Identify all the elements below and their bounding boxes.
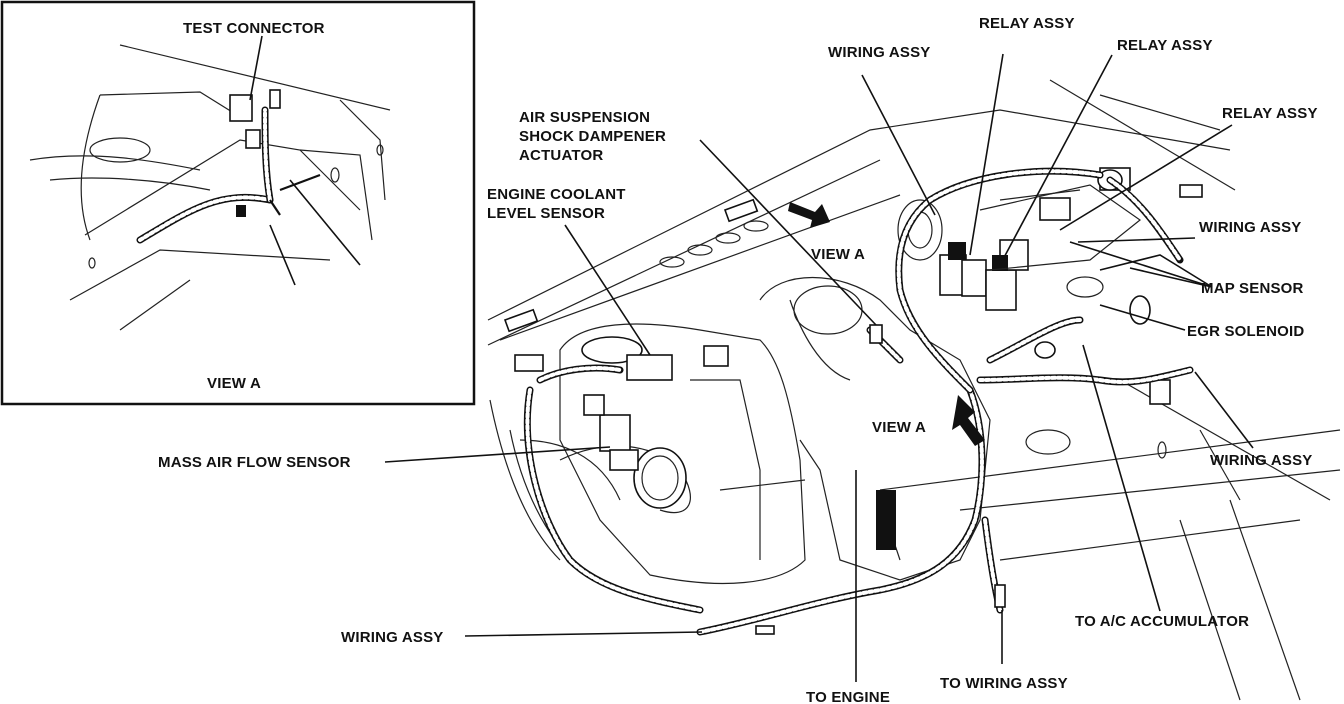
view-a-arrow-mid — [952, 395, 985, 446]
inset-caption: VIEW A — [207, 375, 261, 392]
label-relay-assy-1: RELAY ASSY — [979, 15, 1075, 32]
inset-view-a: TEST CONNECTOR VIEW A — [0, 0, 476, 406]
label-relay-assy-3: RELAY ASSY — [1222, 105, 1318, 122]
label-coolant-2: LEVEL SENSOR — [487, 205, 605, 222]
label-air-suspension-3: ACTUATOR — [519, 147, 603, 164]
callout-labels: WIRING ASSY RELAY ASSY RELAY ASSY RELAY … — [158, 15, 1318, 704]
leader-lines — [384, 53, 1254, 682]
label-relay-assy-2: RELAY ASSY — [1117, 37, 1213, 54]
label-wiring-assy-right: WIRING ASSY — [1199, 219, 1301, 236]
label-mass-air-flow: MASS AIR FLOW SENSOR — [158, 454, 351, 471]
vent-slots — [503, 184, 1203, 333]
label-air-suspension-2: SHOCK DAMPENER — [519, 128, 666, 145]
label-air-suspension-1: AIR SUSPENSION — [519, 109, 650, 126]
label-to-engine: TO ENGINE — [806, 689, 890, 704]
wiring-harness — [514, 167, 1194, 636]
label-to-ac: TO A/C ACCUMULATOR — [1075, 613, 1249, 630]
label-egr-solenoid: EGR SOLENOID — [1187, 323, 1304, 340]
label-wiring-assy-bottom-left: WIRING ASSY — [341, 629, 443, 646]
label-map-sensor: MAP SENSOR — [1201, 280, 1304, 297]
label-to-wiring: TO WIRING ASSY — [940, 675, 1068, 692]
engine-bay-drawing — [487, 79, 1341, 701]
relay-cluster — [897, 167, 1171, 405]
label-view-a-top: VIEW A — [811, 246, 865, 263]
label-wiring-assy-lower-right: WIRING ASSY — [1210, 452, 1312, 469]
view-a-arrow-top — [788, 202, 830, 228]
label-view-a-mid: VIEW A — [872, 419, 926, 436]
label-coolant-1: ENGINE COOLANT — [487, 186, 626, 203]
inset-title: TEST CONNECTOR — [183, 20, 325, 37]
label-wiring-assy-top: WIRING ASSY — [828, 44, 930, 61]
